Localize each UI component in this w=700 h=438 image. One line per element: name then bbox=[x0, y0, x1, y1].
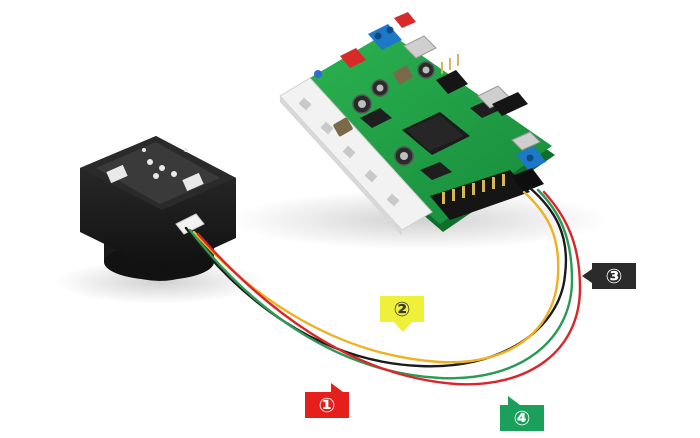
inductor bbox=[393, 65, 413, 85]
callout-1-text: ① bbox=[318, 393, 336, 417]
white-connector-strip bbox=[279, 77, 433, 236]
small-chip bbox=[360, 108, 392, 128]
cable-plug bbox=[512, 168, 544, 192]
blue-terminal-right bbox=[516, 146, 546, 170]
black-header bbox=[492, 92, 528, 116]
callout-4-label: ④ bbox=[500, 396, 544, 431]
capacitors bbox=[352, 61, 435, 166]
camera-pads bbox=[106, 148, 204, 192]
callout-4-pointer bbox=[508, 396, 520, 405]
callout-1-pointer bbox=[331, 383, 343, 392]
callout-3-pointer bbox=[582, 269, 592, 283]
red-connector bbox=[394, 12, 416, 28]
blue-button bbox=[314, 70, 322, 78]
callout-3-label: ③ bbox=[582, 263, 636, 289]
red-wire bbox=[196, 190, 582, 386]
cable-bundle bbox=[184, 186, 582, 386]
yellow-wire bbox=[192, 190, 560, 364]
inductor bbox=[333, 117, 353, 137]
callout-3-text: ③ bbox=[605, 264, 623, 288]
camera-connector bbox=[175, 213, 205, 235]
camera-shadow bbox=[55, 260, 265, 304]
callout-1-label: ① bbox=[305, 383, 349, 418]
callout-4-text: ④ bbox=[513, 406, 531, 430]
usb-connector bbox=[511, 131, 541, 151]
green-wire bbox=[188, 188, 574, 380]
small-chip bbox=[420, 162, 452, 180]
callout-2-text: ② bbox=[393, 297, 411, 321]
camera-module bbox=[80, 136, 236, 281]
usb-connector bbox=[403, 35, 437, 59]
red-connector bbox=[340, 48, 366, 68]
upper-pin-header bbox=[436, 54, 468, 94]
blue-terminal-top bbox=[368, 24, 402, 50]
main-processor-chip bbox=[402, 112, 470, 155]
pin-header-row bbox=[430, 170, 530, 220]
callout-2-label: ② bbox=[380, 296, 424, 332]
callout-2-pointer bbox=[394, 322, 412, 332]
controller-board bbox=[279, 12, 555, 236]
board-shadow bbox=[230, 190, 610, 250]
